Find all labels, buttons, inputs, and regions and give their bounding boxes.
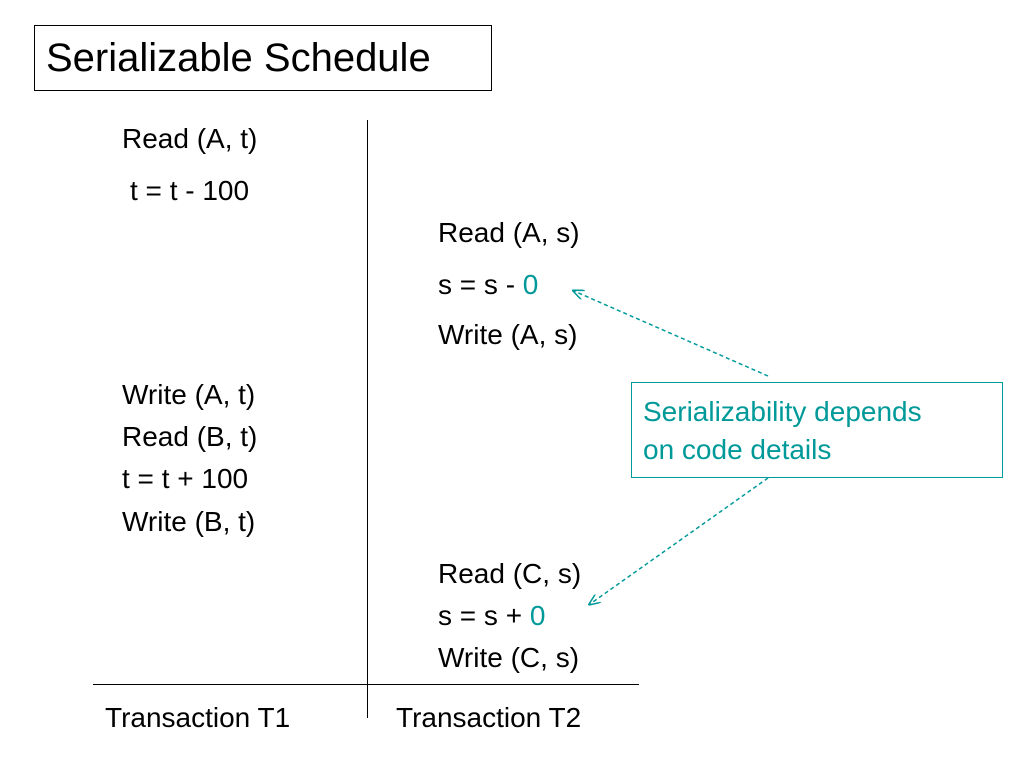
t2-subtract-value: 0 xyxy=(522,269,539,300)
t2-subtract-op: s = s - 0 xyxy=(438,268,538,302)
t1-write-a: Write (A, t) xyxy=(122,379,256,410)
callout-box: Serializability depends on code details xyxy=(631,382,1003,478)
t1-write-b: Write (B, t) xyxy=(122,506,256,537)
slide-title: Serializable Schedule xyxy=(34,25,492,91)
t2-add-value: 0 xyxy=(529,600,546,631)
column-divider xyxy=(367,120,368,718)
callout-line-2: on code details xyxy=(643,434,832,465)
t2-write-a: Write (A, s) xyxy=(438,319,578,350)
footer-divider xyxy=(93,684,639,685)
t2-subtract-prefix: s = s - xyxy=(438,269,523,300)
arrow-to-add-zero xyxy=(590,477,769,604)
t2-add-prefix: s = s + xyxy=(438,600,530,631)
transaction-t1-label: Transaction T1 xyxy=(105,702,291,733)
t2-read-a: Read (A, s) xyxy=(438,217,580,248)
t2-add-op: s = s + 0 xyxy=(438,599,545,633)
callout-line-1: Serializability depends xyxy=(643,396,922,427)
t1-read-b: Read (B, t) xyxy=(122,421,258,452)
t1-add-100: t = t + 100 xyxy=(122,463,249,494)
t2-read-c: Read (C, s) xyxy=(438,558,582,589)
arrow-to-subtract-zero xyxy=(574,291,769,377)
t1-subtract-100: t = t - 100 xyxy=(130,175,250,206)
t1-read-a: Read (A, t) xyxy=(122,123,258,154)
t2-write-c: Write (C, s) xyxy=(438,642,580,673)
transaction-t2-label: Transaction T2 xyxy=(396,702,582,733)
